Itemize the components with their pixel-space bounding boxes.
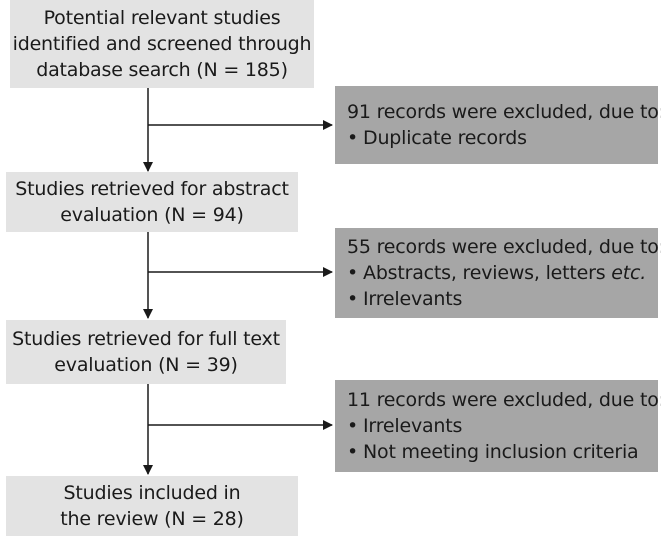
stage-2-line-2: evaluation (N = 94) (60, 204, 244, 226)
bullet-icon: • (347, 288, 359, 310)
stage-3-line-1: Studies retrieved for full text (12, 328, 280, 350)
stage-box-identified: Potential relevant studies identified an… (10, 0, 314, 88)
exclusion-1-title: 91 records were excluded, due to: (347, 101, 661, 123)
exclusion-2-reason-1-suffix: etc. (611, 262, 647, 284)
stage-1-line-2: identified and screened through (12, 33, 312, 55)
exclusion-2-reason-2: •Irrelevants (347, 288, 463, 310)
exclusion-1-reason-1: •Duplicate records (347, 127, 527, 149)
stage-4-line-1: Studies included in (63, 482, 241, 504)
exclusion-3-title: 11 records were excluded, due to: (347, 389, 661, 411)
stage-3-line-2: evaluation (N = 39) (54, 354, 238, 376)
exclusion-box-duplicates: 91 records were excluded, due to: •Dupli… (335, 86, 661, 164)
stage-box-abstract-evaluation: Studies retrieved for abstract evaluatio… (6, 172, 298, 232)
stage-1-line-3: database search (N = 185) (36, 59, 288, 81)
bullet-icon: • (347, 415, 359, 437)
exclusion-3-reason-2: •Not meeting inclusion criteria (347, 441, 639, 463)
stage-1-line-1: Potential relevant studies (43, 7, 281, 29)
bullet-icon: • (347, 127, 359, 149)
exclusion-box-criteria: 11 records were excluded, due to: •Irrel… (335, 380, 661, 472)
bullet-icon: • (347, 262, 359, 284)
stage-box-included: Studies included in the review (N = 28) (6, 476, 298, 536)
exclusion-3-reason-1: •Irrelevants (347, 415, 463, 437)
exclusion-2-reason-1: •Abstracts, reviews, letters etc. (347, 262, 647, 284)
stage-4-line-2: the review (N = 28) (60, 508, 244, 530)
exclusion-2-title: 55 records were excluded, due to: (347, 236, 661, 258)
bullet-icon: • (347, 441, 359, 463)
exclusion-box-abstracts: 55 records were excluded, due to: •Abstr… (335, 228, 661, 318)
stage-2-line-1: Studies retrieved for abstract (15, 178, 289, 200)
stage-box-fulltext-evaluation: Studies retrieved for full text evaluati… (6, 320, 286, 384)
